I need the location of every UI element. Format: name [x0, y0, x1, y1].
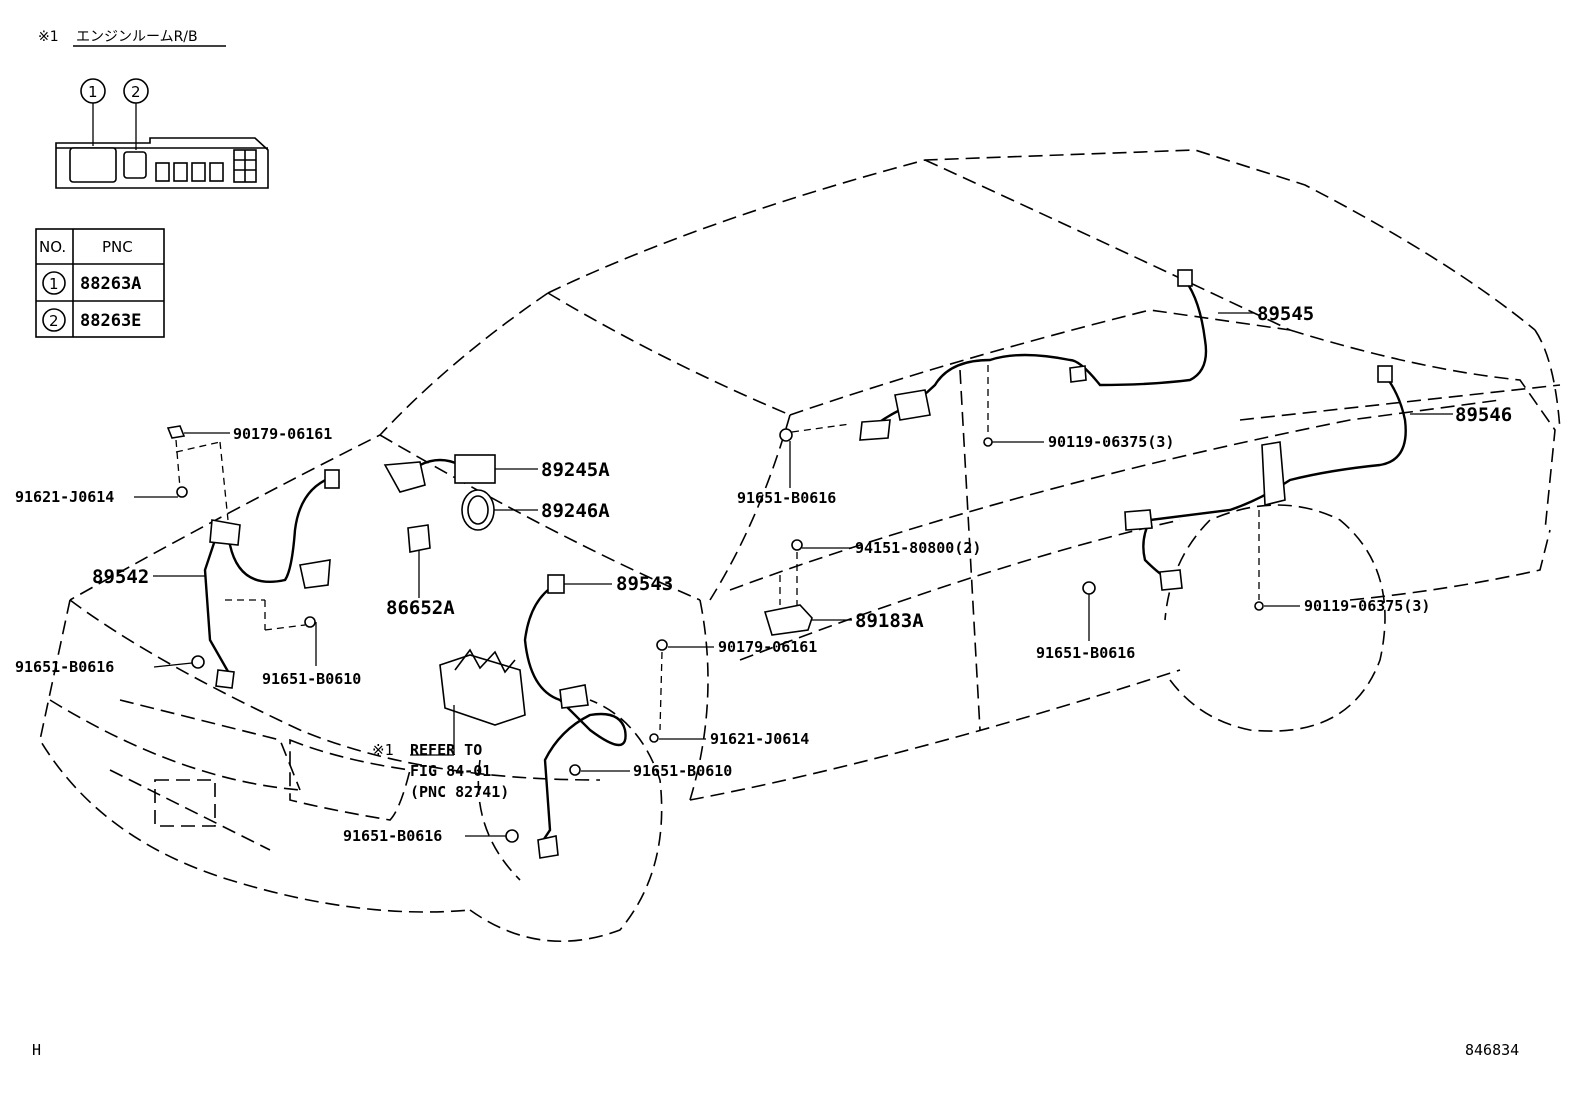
label-89546: 89546 — [1455, 404, 1512, 426]
fuse-slot-1 — [69, 147, 117, 183]
relay-box-illustration: 1 2 — [55, 78, 269, 189]
module-89245A — [454, 454, 496, 484]
clip-icon — [791, 539, 803, 551]
leader-lines — [134, 312, 1453, 837]
harness-89543 — [523, 583, 627, 846]
harnesses — [203, 269, 1407, 859]
label-89542: 89542 — [92, 566, 149, 588]
label-nut-ctr: 90179-06161 — [718, 638, 817, 656]
label-nut-top: 90179-06161 — [233, 425, 332, 443]
front-bumper — [39, 599, 471, 913]
bolt-icon — [1082, 581, 1096, 595]
header-note: ※1 エンジンルームR/B — [38, 29, 226, 47]
sensor-89183A — [763, 604, 813, 636]
refer-line-1: REFER TO — [410, 741, 482, 759]
label-clip-ctr: 94151-80800(2) — [855, 539, 981, 557]
label-89545: 89545 — [1257, 303, 1314, 325]
connector-89245A — [383, 461, 426, 493]
hood-line — [69, 292, 549, 601]
refer-line-2: FIG 84-01 — [410, 762, 491, 780]
label-89245A: 89245A — [541, 459, 610, 481]
callout-label-2: 2 — [131, 83, 141, 101]
bolt-icon — [1254, 601, 1264, 611]
grille — [119, 699, 301, 791]
rocker — [689, 669, 1181, 801]
bolt-icon — [983, 437, 993, 447]
label-86652A: 86652A — [386, 597, 455, 619]
table-row-1-circle — [42, 271, 66, 295]
label-bolt-rear-low: 91651-B0616 — [1036, 644, 1135, 662]
label-89183A: 89183A — [855, 610, 924, 632]
footer-left: H — [32, 1041, 41, 1059]
table-row-2-circle — [42, 308, 66, 332]
label-bolt-ctr-low: 91621-J0614 — [710, 730, 809, 748]
relay-box-body — [55, 137, 269, 189]
bolt-icon — [649, 733, 659, 743]
table-header-pnc: PNC — [102, 238, 133, 256]
headlamp — [289, 738, 411, 821]
bolt-icon — [505, 829, 519, 843]
label-bolt-front-low: 91651-B0616 — [343, 827, 442, 845]
label-bolt-top: 91621-J0614 — [15, 488, 114, 506]
pnc-table: NO. PNC 1 88263A 2 88263E — [35, 228, 165, 338]
label-bolt-ctr-top: 91651-B0616 — [737, 489, 836, 507]
part-labels: 90179-06161 91621-J0614 89542 91651-B061… — [15, 303, 1512, 845]
engine-room-rb — [439, 654, 526, 726]
fuse-slot-2 — [123, 151, 147, 179]
label-bolt-front-mid: 91651-B0610 — [262, 670, 361, 688]
license-plate — [154, 779, 216, 827]
callout-label-1: 1 — [88, 83, 98, 101]
label-bolt-ctr-low2: 91651-B0610 — [633, 762, 732, 780]
table-row-2-pnc: 88263E — [80, 311, 141, 331]
belt-line — [729, 399, 1501, 591]
refer-note: ※1 REFER TO FIG 84-01 (PNC 82741) — [372, 741, 509, 801]
nut-icon — [656, 639, 668, 651]
label-89246A: 89246A — [541, 500, 610, 522]
refer-mark: ※1 — [372, 741, 394, 759]
label-bolt-rr-top: 90119-06375(3) — [1048, 433, 1174, 451]
bolt-icon — [304, 616, 316, 628]
fasteners — [166, 425, 1264, 843]
bolt-icon — [569, 764, 581, 776]
nut-icon — [166, 425, 186, 439]
footer-right: 846834 — [1465, 1041, 1519, 1059]
table-row-2-no: 2 — [49, 312, 59, 330]
label-89543: 89543 — [616, 573, 673, 595]
bolt-icon — [779, 428, 793, 442]
bolt-icon — [191, 655, 205, 669]
header-note-mark: ※1 — [38, 29, 59, 45]
front-wheel — [469, 699, 663, 943]
table-header-no: NO. — [39, 238, 66, 256]
table-row-1-pnc: 88263A — [80, 274, 141, 294]
refer-line-3: (PNC 82741) — [410, 783, 509, 801]
roof-line — [547, 149, 1536, 331]
rear-wheel — [1164, 504, 1386, 732]
header-note-text: エンジンルームR/B — [76, 29, 198, 45]
table-row-1-no: 1 — [49, 275, 59, 293]
connector-86652A — [407, 524, 431, 553]
label-bolt-left: 91651-B0616 — [15, 658, 114, 676]
bolt-icon — [176, 486, 188, 498]
label-bolt-rear-right: 90119-06375(3) — [1304, 597, 1430, 615]
b-pillar — [959, 369, 981, 731]
